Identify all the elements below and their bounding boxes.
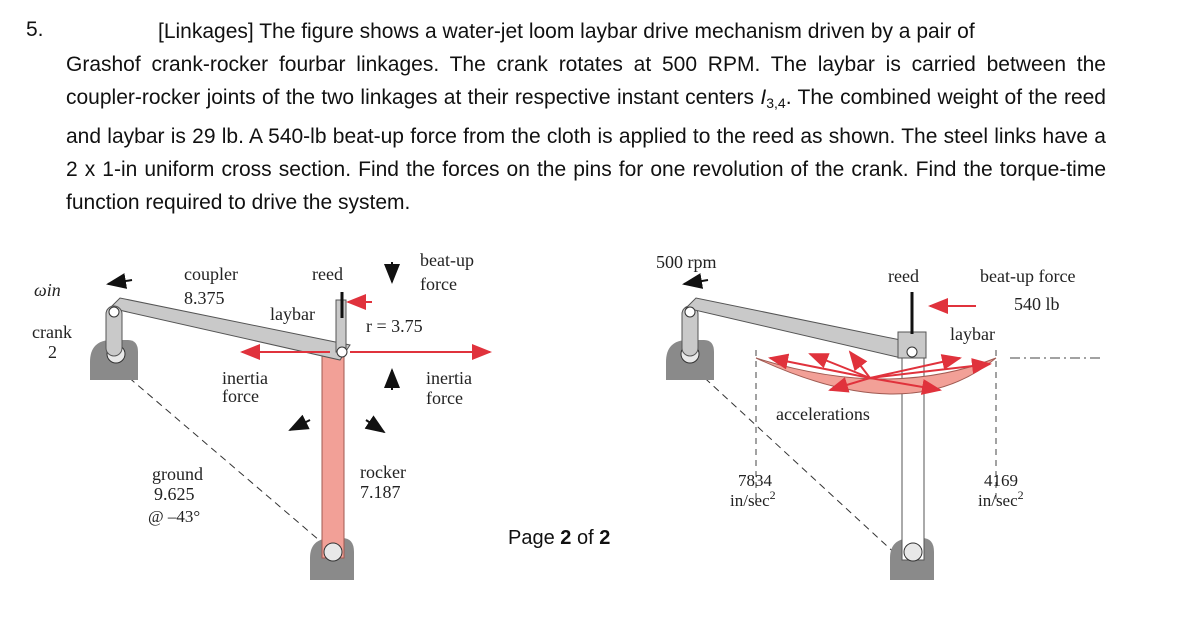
rocker-label: rocker	[360, 462, 406, 482]
problem-rest-2: -in uniform cross section. Find the forc…	[66, 158, 1106, 214]
beatup-label-right: beat-up force	[980, 266, 1075, 286]
left-figure: ωin crank 2 coupler 8.375 laybar reed be…	[32, 250, 492, 580]
acc-arrow-4	[869, 354, 962, 379]
reed-label-right: reed	[888, 266, 919, 286]
inertia-right-2: force	[426, 388, 463, 408]
crank-coupler-pin	[108, 306, 120, 318]
problem-line-1: [Linkages] The figure shows a water-jet …	[66, 15, 1106, 48]
rocker-link	[321, 347, 345, 559]
problem-number: 5.	[26, 18, 44, 41]
reed-label: reed	[312, 264, 343, 284]
rocker-ground-pin	[323, 542, 343, 562]
acc-arrow-5	[869, 358, 992, 379]
beatup-label-2: force	[420, 274, 457, 294]
laybar-label: laybar	[270, 304, 315, 324]
crank-coupler-pin-right	[684, 306, 696, 318]
cross-section: 2 x 1	[66, 158, 114, 181]
crank-length: 2	[48, 342, 57, 362]
acc-arrow-2	[808, 353, 871, 379]
beatup-label-1: beat-up	[420, 250, 474, 270]
beatup-value: 540 lb	[1014, 294, 1060, 314]
problem-text: [Linkages] The figure shows a water-jet …	[66, 15, 1106, 219]
coupler-link	[109, 297, 351, 361]
acc-arrow-3	[848, 350, 871, 379]
acc-right-unit: in/sec2	[978, 488, 1024, 510]
coupler-rocker-pin	[336, 346, 348, 358]
problem-sentence-1c: the coupler-rocker joints of the two lin…	[66, 53, 1106, 109]
rpm-label: 500 rpm	[656, 252, 717, 272]
inertia-right-1: inertia	[426, 368, 472, 388]
laybar-label-right: laybar	[950, 324, 995, 344]
page-footer: Page 2 of 2	[508, 527, 611, 549]
coupler-rocker-pin-right	[906, 346, 918, 358]
ground-angle: @ –43°	[148, 507, 200, 526]
acc-left-unit: in/sec2	[730, 488, 776, 510]
crank-link	[105, 305, 123, 357]
rocker-arrow-right	[364, 415, 386, 434]
acc-left-value: 7834	[738, 471, 773, 490]
problem-tag: [Linkages]	[158, 20, 254, 43]
problem-sentence-1b: Grashof crank-rocker fourbar linkages. T…	[66, 53, 1066, 76]
coupler-length: 8.375	[184, 288, 225, 308]
rocker-arrow-left	[288, 414, 311, 431]
rocker-length: 7.187	[360, 482, 401, 502]
omega-arrow	[106, 273, 133, 289]
crank-label: crank	[32, 322, 72, 342]
inertia-left-2: force	[222, 386, 259, 406]
ground-line-right	[695, 369, 901, 559]
acc-arrow-7	[869, 377, 942, 395]
instant-center-symbol: I	[760, 86, 767, 109]
rpm-arrow	[682, 273, 709, 289]
acc-right-value: 4169	[984, 471, 1018, 490]
ground-length: 9.625	[154, 484, 195, 504]
coupler-link-right	[685, 297, 921, 361]
ground-label: ground	[152, 464, 203, 484]
accelerations-label: accelerations	[776, 404, 870, 424]
right-figure: 500 rpm reed beat-up force 540 lb laybar…	[656, 252, 1100, 580]
acc-arrow-6	[828, 377, 871, 393]
problem-sentence-1a: The figure shows a water-jet loom laybar…	[259, 20, 975, 43]
inertia-left-1: inertia	[222, 368, 268, 388]
rocker-ground-pin-right	[903, 542, 923, 562]
omega-label: ωin	[34, 280, 61, 300]
coupler-label: coupler	[184, 264, 238, 284]
radius-label: r = 3.75	[366, 316, 423, 336]
ground-line	[119, 369, 341, 559]
problem-rest: . The combined weight of the reed and la…	[66, 86, 1106, 148]
instant-center-subscript: 3,4	[766, 95, 786, 111]
